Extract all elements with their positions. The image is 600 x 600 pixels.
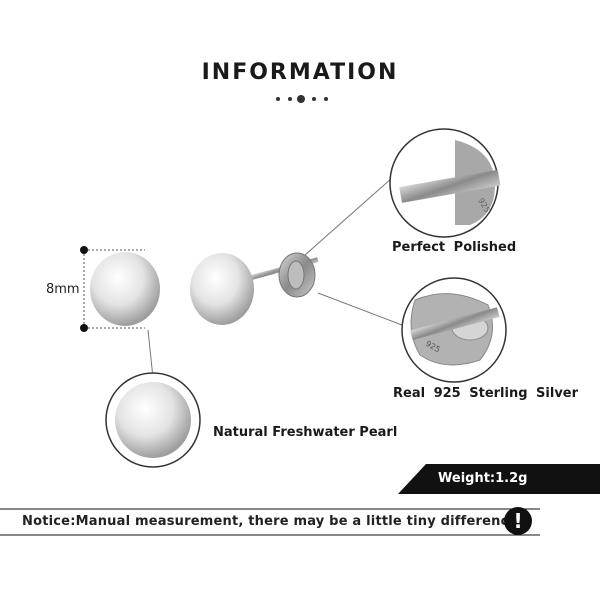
detail-pearl — [105, 372, 201, 468]
detail-polished-post: 925 — [389, 128, 501, 238]
size-label: 8mm — [46, 282, 80, 297]
notice-bar: Notice:Manual measurement, there may be … — [0, 507, 600, 537]
detail-silver-back: 925 — [401, 277, 507, 383]
pearl-side-view — [190, 252, 319, 325]
feature-pearl-label: Natural Freshwater Pearl — [213, 425, 398, 440]
exclamation-icon: ! — [504, 507, 532, 535]
pearl-front-view — [90, 252, 160, 326]
dimension-guide — [80, 246, 145, 332]
feature-silver-label: Real 925 Sterling Silver — [393, 386, 579, 401]
feature-polished-label: Perfect Polished — [392, 240, 517, 255]
weight-banner: Weight:1.2g — [398, 464, 600, 494]
title-divider-dots — [270, 94, 330, 104]
weight-label: Weight:1.2g — [438, 471, 528, 486]
notice-text: Notice:Manual measurement, there may be … — [22, 514, 523, 529]
page-title: INFORMATION — [201, 60, 399, 85]
